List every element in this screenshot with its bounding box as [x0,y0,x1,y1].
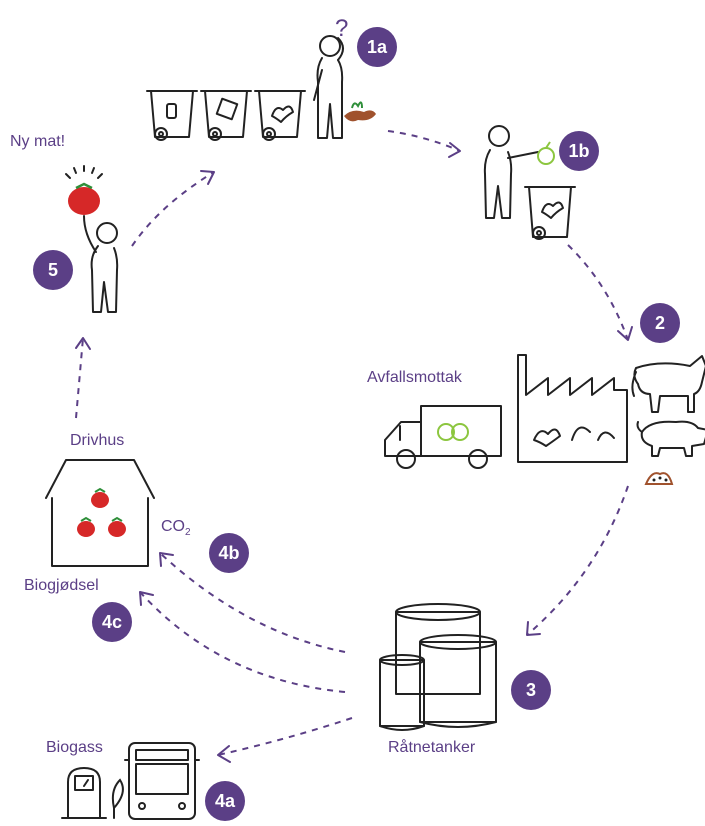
digestion-tanks-label: Råtnetanker [388,738,476,756]
svg-text:1a: 1a [367,37,388,57]
person-sorting-icon [483,125,555,219]
sparkle-icon [65,165,103,179]
question-mark: ? [335,15,348,42]
waste-reception-label: Avfallsmottak [367,369,463,386]
garbage-truck-icon [384,405,502,469]
greenhouse-icon [45,459,155,567]
svg-text:3: 3 [526,680,536,700]
svg-text:1b: 1b [568,141,589,161]
svg-text:4c: 4c [102,612,122,632]
arrowhead-3-to-4b [159,552,174,567]
flow-arrows [75,130,633,763]
step-2-badge: 2 [640,303,680,343]
new-food-label: Ny mat! [10,133,65,150]
fuel-pump-icon [61,767,124,819]
arrow-5-to-1a [131,171,215,247]
greenhouse-label: Drivhus [70,432,124,449]
arrowhead-2-to-3 [526,621,541,636]
arrow-3-to-4c [139,591,346,693]
arrow-2-to-3 [526,485,629,636]
feed-bowl-icon [644,472,674,485]
arrow-3-to-4b [159,552,346,653]
arrowhead-1a-to-1b [448,142,461,158]
waste-bins-icon [146,90,306,141]
arrowhead-greenhouse-to-5 [75,337,91,350]
food-scrap-icon [344,101,376,122]
arrow-greenhouse-to-5 [75,337,84,419]
digestion-tanks-icon [379,603,497,731]
step-5-badge: 5 [33,250,73,290]
bus-icon [124,742,200,820]
biofertilizer-label: Biogjødsel [24,577,99,594]
svg-text:4b: 4b [218,543,239,563]
held-tomato-icon [68,182,100,215]
svg-text:4a: 4a [215,791,236,811]
svg-text:2: 2 [655,313,665,333]
person-thinking-icon [313,35,344,139]
arrowhead-3-to-4c [139,591,154,606]
step-4c-badge: 4c [92,602,132,642]
person-new-food-icon [83,215,119,313]
arrowhead-1b-to-2 [617,326,633,341]
tomato-icon [77,487,126,537]
step-4b-badge: 4b [209,533,249,573]
food-waste-bin-icon [524,186,576,240]
co2-label: CO2 [161,518,191,538]
step-4a-badge: 4a [205,781,245,821]
arrow-1a-to-1b [387,130,461,152]
step-1b-badge: 1b [559,131,599,171]
arrow-1b-to-2 [567,244,629,341]
step-3-badge: 3 [511,670,551,710]
svg-text:5: 5 [48,260,58,280]
biogas-label: Biogass [46,739,103,756]
pig-icon [636,420,705,457]
step-1a-badge: 1a [357,27,397,67]
cow-icon [631,355,705,413]
arrowhead-3-to-4a [217,745,231,763]
arrowhead-5-to-1a [200,170,215,185]
arrow-3-to-4a [217,717,353,756]
factory-icon [517,354,628,463]
